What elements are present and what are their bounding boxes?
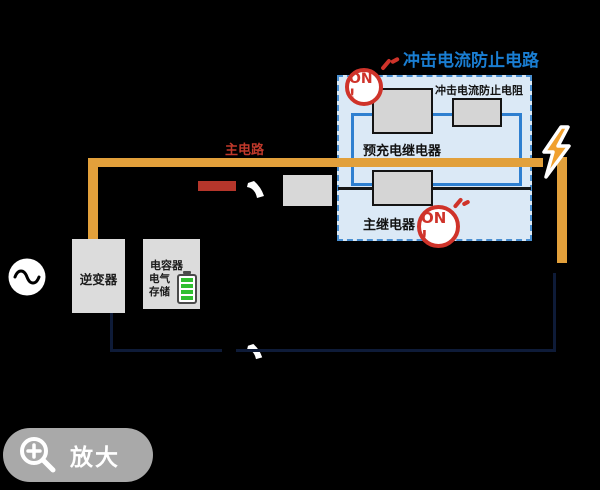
magnifier-plus-icon (20, 437, 56, 473)
ac-source-icon (8, 258, 46, 296)
main-circuit-line (88, 158, 543, 167)
return-line (236, 349, 554, 352)
on-badge-text: ON ! (421, 208, 447, 245)
main-circuit-label: 主电路 (225, 143, 265, 158)
inrush-resistor-label: 冲击电流防止电阻 (435, 84, 523, 97)
inrush-circuit-title: 冲击电流防止电路 (403, 51, 539, 71)
inverter-branch-line (88, 158, 98, 250)
zoom-button-label: 放大 (70, 445, 120, 471)
connector-box (283, 175, 332, 206)
electric-storage-label-line2: 存储 (149, 286, 170, 298)
on-badge: ON ! (345, 68, 383, 106)
main-relay-wire (338, 187, 531, 190)
main-relay-box (372, 170, 433, 206)
electric-storage-label-line1: 电气 (149, 273, 170, 285)
battery-icon (177, 271, 197, 304)
lightning-icon (542, 125, 571, 179)
red-label-bar (198, 181, 236, 191)
return-line (553, 273, 556, 352)
precharge-bypass-loop-line (351, 113, 522, 186)
inverter-box (72, 239, 125, 313)
battery-side-line (557, 157, 567, 263)
inrush-resistor-box (452, 98, 502, 127)
on-badge: ON ! (417, 205, 460, 248)
switch-open-icon (247, 344, 263, 360)
precharge-relay-box (372, 88, 433, 134)
capacitor-label: 电容器 (150, 259, 183, 272)
switch-open-icon (247, 181, 264, 198)
return-line (110, 313, 113, 351)
return-line (110, 349, 222, 352)
zoom-in-button[interactable]: 放大 (3, 428, 153, 482)
spark-icon (390, 56, 400, 65)
precharge-relay-label: 预充电继电器 (363, 144, 442, 159)
inverter-label: 逆变器 (79, 272, 118, 287)
on-badge-text: ON ! (349, 71, 373, 103)
main-relay-label: 主继电器 (363, 218, 416, 233)
